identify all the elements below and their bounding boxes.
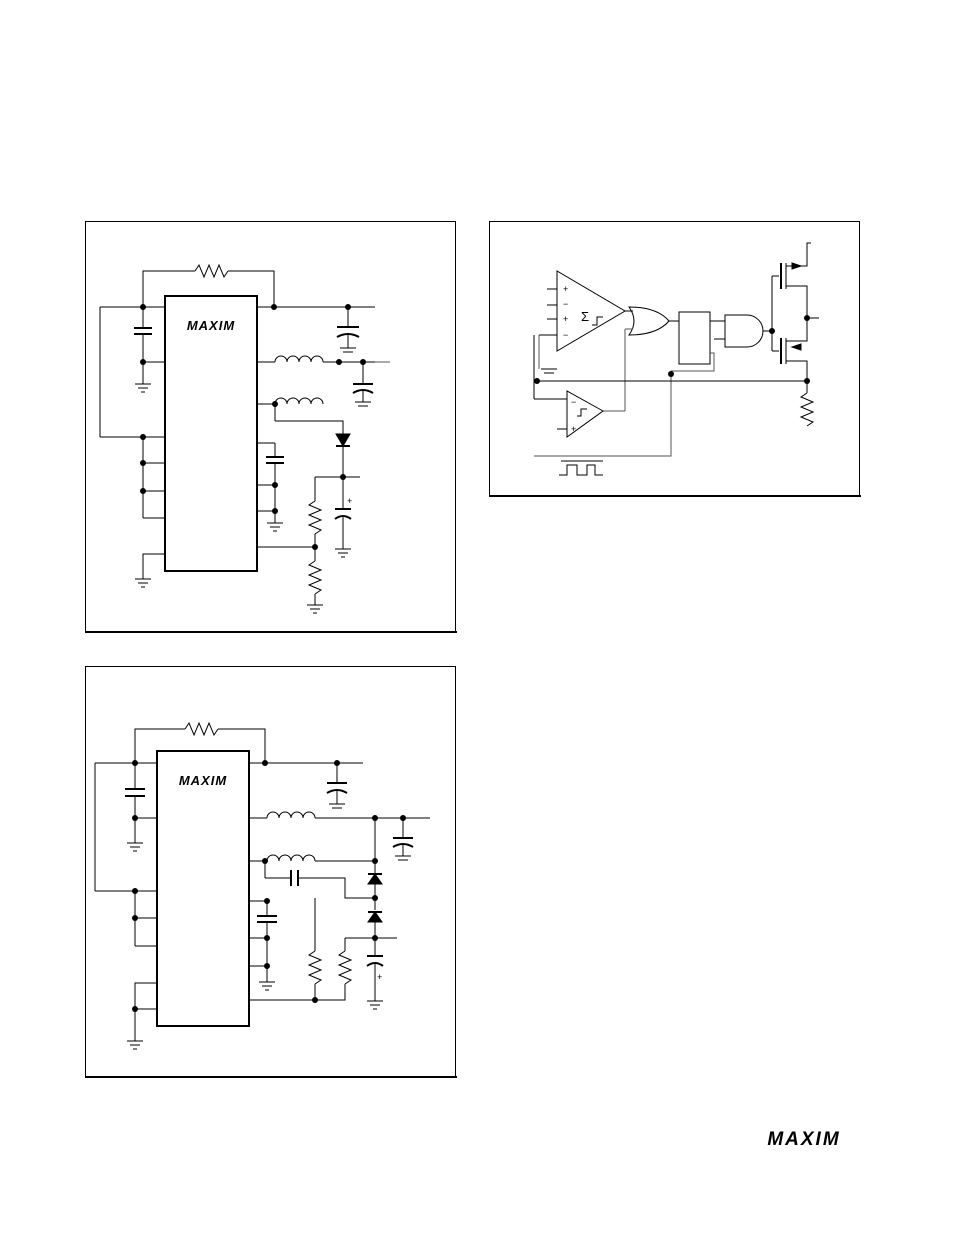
ic-body xyxy=(165,296,257,571)
plus-label-2: + xyxy=(563,314,568,324)
clock-waveform xyxy=(559,465,603,475)
diode-2 xyxy=(368,912,382,922)
junction-dots xyxy=(140,304,366,550)
latch-block xyxy=(679,312,710,364)
schematic-3: + MAXIM xyxy=(85,666,457,1079)
plus-sign: + xyxy=(377,972,382,982)
resistor-top xyxy=(185,723,218,735)
schematic-1: + MAXIM xyxy=(85,221,457,634)
plus-label-1: + xyxy=(563,284,568,294)
sigma-symbol: Σ xyxy=(581,309,589,324)
resistor-divider-b xyxy=(339,951,351,984)
schematic-2: + − + − − + Σ xyxy=(489,221,861,498)
minus-label-1: − xyxy=(563,299,568,309)
resistor-divider-a xyxy=(309,951,321,984)
ic-logo: MAXIM xyxy=(179,773,228,788)
inductor-2 xyxy=(267,855,315,861)
resistor-divider-top xyxy=(309,501,321,534)
and-gate xyxy=(725,315,763,347)
minus-label-2: − xyxy=(563,330,568,340)
ic-logo: MAXIM xyxy=(187,318,236,333)
schematic-panel-3: + MAXIM xyxy=(85,666,457,1079)
footer-maxim-logo: MAXIM xyxy=(749,1127,859,1149)
or-gate xyxy=(629,307,669,335)
sense-resistor xyxy=(801,393,813,426)
plus-label-3: + xyxy=(571,424,576,434)
footer-logo-text: MAXIM xyxy=(767,1129,840,1149)
minus-label-3: − xyxy=(571,397,576,407)
inductor-2 xyxy=(275,398,323,404)
plus-sign: + xyxy=(347,496,352,506)
resistor-divider-bottom xyxy=(309,561,321,594)
resistor-top xyxy=(195,265,228,277)
diode-1 xyxy=(368,874,382,884)
ic-body xyxy=(157,751,249,1026)
schematic-panel-2: + − + − − + Σ xyxy=(489,221,861,498)
inductor-1 xyxy=(267,812,315,818)
maxim-logo-graphic: MAXIM xyxy=(749,1127,859,1149)
schematic-panel-1: + MAXIM xyxy=(85,221,457,634)
diode xyxy=(336,434,350,446)
inductor-1 xyxy=(275,356,323,362)
